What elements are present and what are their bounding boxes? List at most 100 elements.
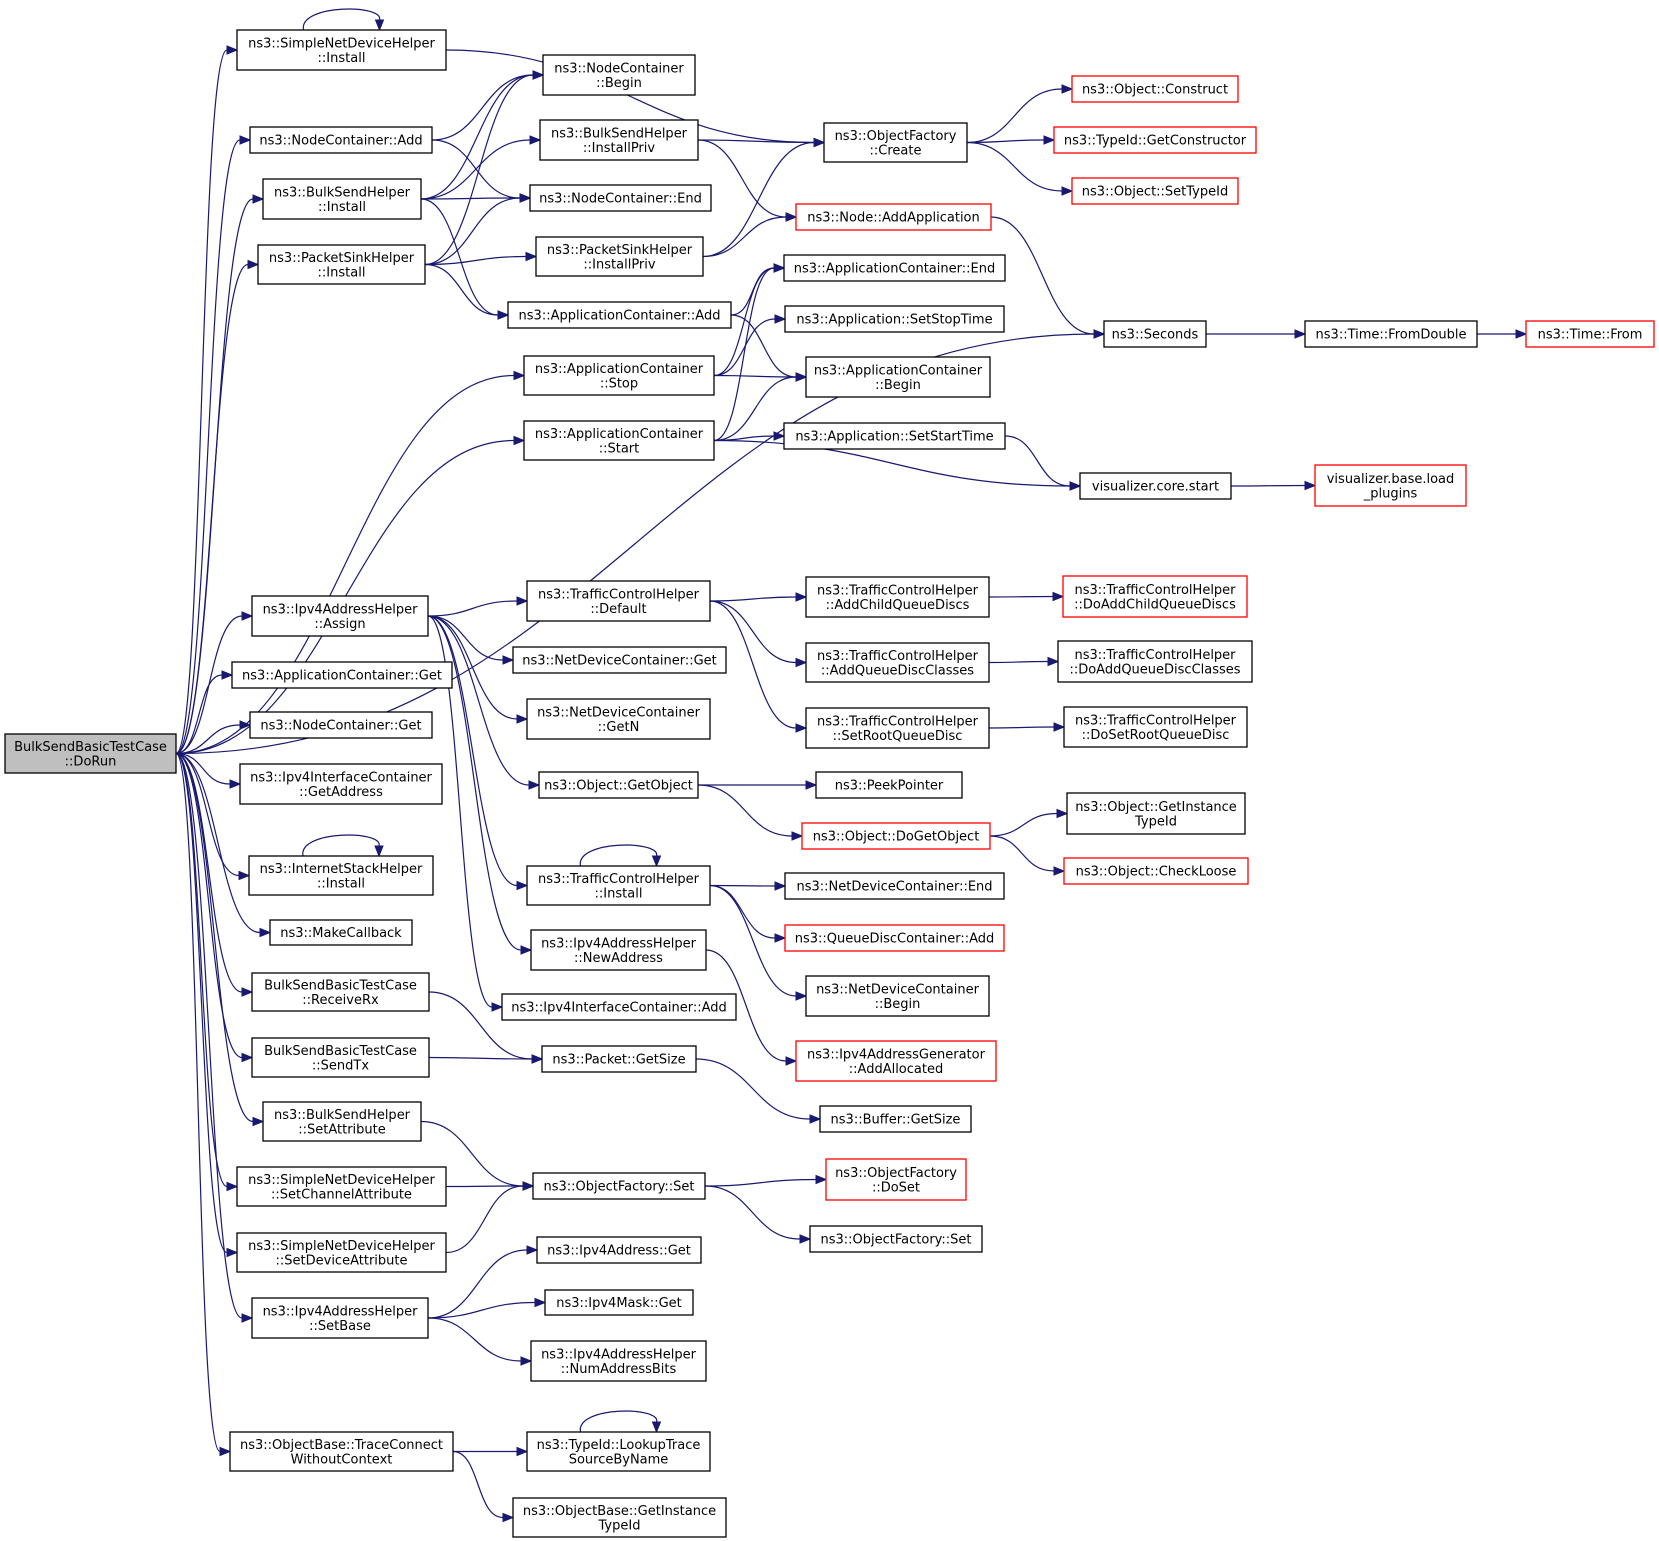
node-label-line: ns3::Object::Construct (1082, 83, 1228, 98)
node-obj_construct[interactable]: ns3::Object::Construct (1071, 75, 1239, 103)
node-label-line: ::InstallPriv (583, 141, 655, 156)
node-snd_setdev[interactable]: ns3::SimpleNetDeviceHelper::SetDeviceAtt… (236, 1232, 447, 1273)
node-label-line: BulkSendBasicTestCase (264, 978, 417, 993)
node-ac_start[interactable]: ns3::ApplicationContainer::Start (523, 420, 715, 461)
edge-arrowhead (1053, 722, 1066, 732)
node-tch_doaddqdc[interactable]: ns3::TrafficControlHelper::DoAddQueueDis… (1057, 640, 1253, 683)
node-receiverx[interactable]: BulkSendBasicTestCase::ReceiveRx (251, 972, 430, 1012)
node-node_addapp[interactable]: ns3::Node::AddApplication (795, 203, 992, 231)
node-time_from[interactable]: ns3::Time::From (1525, 320, 1655, 348)
node-ipv4ic_add[interactable]: ns3::Ipv4InterfaceContainer::Add (501, 993, 737, 1021)
edge-path (175, 752, 254, 1123)
node-ipv4ic_getaddr[interactable]: ns3::Ipv4InterfaceContainer::GetAddress (239, 763, 443, 805)
edge-arrowhead (516, 714, 529, 724)
node-obj_settypeid[interactable]: ns3::Object::SetTypeId (1071, 177, 1239, 205)
node-qdc_add[interactable]: ns3::QueueDiscContainer::Add (784, 924, 1005, 952)
node-label-line: ns3::Seconds (1112, 328, 1199, 343)
node-seconds[interactable]: ns3::Seconds (1103, 320, 1207, 348)
call-edge-ipv4ah_setbase-to-ipv4ah_numbits (427, 1317, 533, 1366)
call-edge-of_set-to-of_doset (704, 1174, 828, 1187)
node-ps_installpriv[interactable]: ns3::PacketSinkHelper::InstallPriv (535, 236, 704, 277)
node-nc_add[interactable]: ns3::NodeContainer::Add (249, 126, 433, 154)
call-edge-ac_start-to-ac_end (713, 263, 786, 442)
node-obj_dogetobject[interactable]: ns3::Object::DoGetObject (801, 822, 991, 850)
call-edge-of_create-to-typeid_getctor (966, 135, 1056, 145)
node-tch_dosetroot[interactable]: ns3::TrafficControlHelper::DoSetRootQueu… (1063, 706, 1248, 748)
call-edge-obj_dogetobject-to-obj_checkloose (989, 835, 1066, 876)
edge-path (709, 600, 797, 664)
node-label-line: ns3::Ipv4Address::Get (547, 1244, 691, 1259)
node-typeid_getctor[interactable]: ns3::TypeId::GetConstructor (1053, 126, 1257, 154)
node-ndc_end[interactable]: ns3::NetDeviceContainer::End (784, 872, 1005, 900)
node-of_create[interactable]: ns3::ObjectFactory::Create (823, 122, 968, 163)
node-of_set2[interactable]: ns3::ObjectFactory::Set (809, 1225, 983, 1253)
node-nc_get[interactable]: ns3::NodeContainer::Get (249, 711, 433, 739)
node-root[interactable]: BulkSendBasicTestCase::DoRun (4, 733, 177, 774)
edge-path (713, 439, 1071, 487)
node-tch_setroot[interactable]: ns3::TrafficControlHelper::SetRootQueueD… (805, 707, 990, 749)
node-snd_setchan[interactable]: ns3::SimpleNetDeviceHelper::SetChannelAt… (236, 1166, 447, 1207)
node-app_setstop[interactable]: ns3::Application::SetStopTime (784, 305, 1005, 333)
node-ndc_get[interactable]: ns3::NetDeviceContainer::Get (512, 646, 727, 674)
node-bs_installpriv[interactable]: ns3::BulkSendHelper::InstallPriv (539, 119, 699, 161)
node-sendtx[interactable]: BulkSendBasicTestCase::SendTx (251, 1037, 430, 1078)
node-obj_checkloose[interactable]: ns3::Object::CheckLoose (1063, 857, 1249, 885)
node-ipv4ah_newaddr[interactable]: ns3::Ipv4AddressHelper::NewAddress (530, 929, 707, 971)
node-of_set[interactable]: ns3::ObjectFactory::Set (532, 1172, 706, 1200)
node-label-line: ns3::Ipv4AddressHelper (263, 1304, 419, 1319)
node-bs_setattr[interactable]: ns3::BulkSendHelper::SetAttribute (262, 1101, 422, 1142)
node-tch_addchild[interactable]: ns3::TrafficControlHelper::AddChildQueue… (805, 576, 990, 618)
node-bs_install[interactable]: ns3::BulkSendHelper::Install (262, 178, 422, 220)
node-label-line: WithoutContext (291, 1452, 393, 1467)
node-box (249, 711, 433, 739)
node-ipv4ah_assign[interactable]: ns3::Ipv4AddressHelper::Assign (251, 595, 429, 637)
node-tch_addqdc[interactable]: ns3::TrafficControlHelper::AddQueueDiscC… (805, 642, 990, 683)
node-label-line: ns3::NetDeviceContainer::End (796, 880, 992, 895)
node-label-line: ns3::Time::FromDouble (1316, 328, 1467, 343)
node-nc_begin[interactable]: ns3::NodeContainer::Begin (542, 54, 696, 96)
node-box (231, 661, 453, 689)
node-snd_install[interactable]: ns3::SimpleNetDeviceHelper::Install (236, 29, 447, 71)
node-ipv4ah_setbase[interactable]: ns3::Ipv4AddressHelper::SetBase (251, 1297, 429, 1339)
node-ac_end[interactable]: ns3::ApplicationContainer::End (783, 254, 1006, 282)
node-buf_getsize[interactable]: ns3::Buffer::GetSize (819, 1105, 972, 1133)
node-makecallback[interactable]: ns3::MakeCallback (269, 919, 413, 946)
node-viz_load[interactable]: visualizer.base.load_plugins (1314, 464, 1467, 507)
node-viz_start[interactable]: visualizer.core.start (1079, 472, 1232, 500)
edge-arrowhead (809, 1114, 822, 1124)
node-ipv4addr_get[interactable]: ns3::Ipv4Address::Get (536, 1236, 702, 1264)
node-tch_install[interactable]: ns3::TrafficControlHelper::Install (526, 865, 711, 906)
node-peekpointer[interactable]: ns3::PeekPointer (815, 771, 963, 799)
node-time_fromdouble[interactable]: ns3::Time::FromDouble (1304, 320, 1478, 348)
node-ac_add[interactable]: ns3::ApplicationContainer::Add (507, 301, 732, 329)
node-box (1525, 320, 1655, 348)
edge-arrowhead (785, 1056, 798, 1066)
node-ipv4mask_get[interactable]: ns3::Ipv4Mask::Get (544, 1289, 694, 1316)
edge-arrowhead (1294, 329, 1307, 339)
node-ob_tracecon[interactable]: ns3::ObjectBase::TraceConnectWithoutCont… (229, 1431, 454, 1472)
node-ish_install[interactable]: ns3::InternetStackHelper::Install (248, 855, 434, 896)
node-ac_get[interactable]: ns3::ApplicationContainer::Get (231, 661, 453, 689)
node-ps_install[interactable]: ns3::PacketSinkHelper::Install (257, 244, 426, 285)
edge-arrowhead (252, 194, 265, 204)
node-nc_end[interactable]: ns3::NodeContainer::End (529, 184, 712, 212)
node-ndc_begin[interactable]: ns3::NetDeviceContainer::Begin (805, 975, 990, 1017)
node-label-line: SourceByName (569, 1452, 669, 1467)
edge-arrowhead (491, 1002, 504, 1012)
node-obj_getobject[interactable]: ns3::Object::GetObject (538, 771, 699, 799)
node-pkt_getsize[interactable]: ns3::Packet::GetSize (541, 1045, 697, 1073)
node-ac_begin[interactable]: ns3::ApplicationContainer::Begin (805, 356, 991, 398)
call-edge-viz_start-to-viz_load (1230, 480, 1317, 491)
node-of_doset[interactable]: ns3::ObjectFactory::DoSet (825, 1158, 967, 1201)
node-tch_default[interactable]: ns3::TrafficControlHelper::Default (526, 580, 711, 622)
node-ipv4ag_alloc[interactable]: ns3::Ipv4AddressGenerator::AddAllocated (795, 1040, 997, 1082)
node-ac_stop[interactable]: ns3::ApplicationContainer::Stop (523, 355, 715, 396)
node-tch_doaddchild[interactable]: ns3::TrafficControlHelper::DoAddChildQue… (1062, 575, 1248, 618)
node-ipv4ah_numbits[interactable]: ns3::Ipv4AddressHelper::NumAddressBits (530, 1340, 707, 1382)
node-box (535, 236, 704, 277)
node-app_setstart[interactable]: ns3::Application::SetStartTime (783, 422, 1006, 450)
node-ndc_getn[interactable]: ns3::NetDeviceContainer::GetN (526, 698, 711, 740)
